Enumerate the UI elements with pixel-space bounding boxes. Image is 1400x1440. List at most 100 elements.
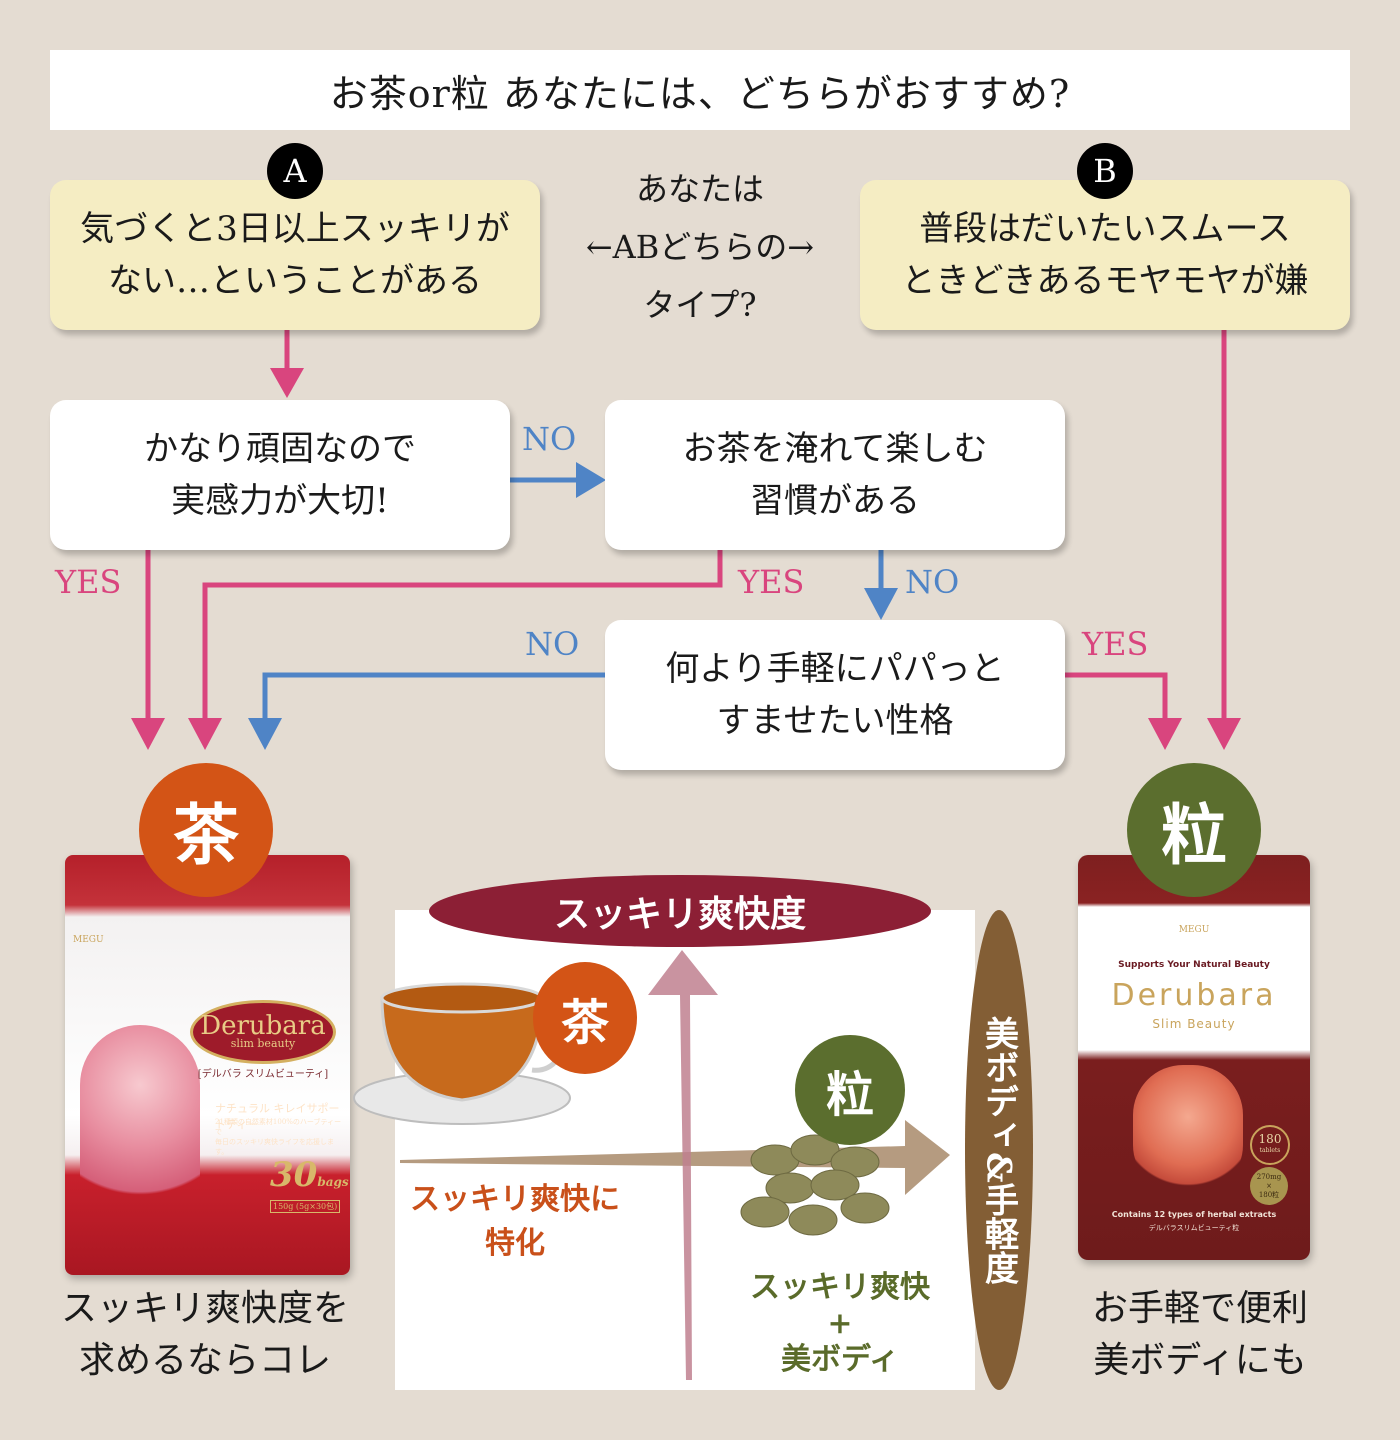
label-habit-yes: YES: [738, 563, 805, 601]
result-tablet-caption-line1: お手軽で便利: [1091, 1288, 1308, 1329]
label-quick-no: NO: [525, 625, 580, 663]
type-a-line1: 気づくと3日以上スッキリが: [80, 209, 510, 249]
question-quick-box: 何より手軽にパパっと すませたい性格: [605, 620, 1065, 770]
result-tablet-badge-label: 粒: [1161, 796, 1227, 874]
comparison-tablet-badge: 粒: [795, 1035, 905, 1145]
tea-natural: ナチュラル キレイサポートティー: [215, 1102, 340, 1131]
comparison-tablet-note-line2: +: [827, 1306, 853, 1341]
tea-count-unit: bags: [317, 1175, 349, 1189]
x-axis-label: 美ボディ&手軽度: [978, 1015, 1019, 1285]
tablet-brand-sub: Slim Beauty: [1152, 1017, 1236, 1031]
tablet-seal: 180 tablets: [1250, 1125, 1290, 1165]
type-a-box: 気づくと3日以上スッキリが ない…ということがある: [50, 180, 540, 330]
tablets-image: [740, 1134, 890, 1236]
result-tea-caption: スッキリ爽快度を 求めるならコレ: [45, 1283, 365, 1387]
result-tea-caption-line1: スッキリ爽快度を: [60, 1288, 349, 1329]
badge-a: A: [267, 143, 323, 199]
question-quick-line2: すませたい性格: [716, 701, 954, 741]
tea-jp-name: [デルバラ スリムビューティ]: [197, 1069, 329, 1080]
result-tablet-caption-line2: 美ボディにも: [1093, 1340, 1307, 1381]
comparison-tablet-badge-label: 粒: [825, 1067, 874, 1123]
connector-quick-no: [262, 672, 606, 722]
tablet-brand-name: Derubara: [1111, 978, 1277, 1013]
tea-desc: 21種類の自然素材100%のハーブティーで 毎日のスッキリ爽快ライフを応援します…: [215, 1117, 345, 1157]
tea-count-value: 30: [270, 1155, 318, 1195]
y-axis-label-pill: スッキリ爽快度: [429, 875, 931, 947]
result-tablet-caption: お手軽で便利 美ボディにも: [1040, 1283, 1360, 1387]
label-stubborn-yes: YES: [55, 563, 122, 601]
question-quick-line1: 何より手軽にパパっと: [665, 649, 1005, 689]
tablet-seal2-line2: ×: [1266, 1181, 1272, 1190]
center-question-line1: あなたは: [635, 170, 764, 208]
arrowhead: [864, 588, 898, 620]
center-question-line2: ←ABどちらの→: [585, 228, 815, 266]
type-b-line2: ときどきあるモヤモヤが嫌: [901, 261, 1309, 301]
center-question-line3: タイプ?: [643, 286, 757, 324]
tea-brand-logo: MEGU: [73, 935, 104, 945]
label-stubborn-no: NO: [522, 420, 577, 458]
question-stubborn-line2: 実感力が大切!: [171, 481, 389, 521]
label-quick-yes: YES: [1082, 625, 1149, 663]
center-question: あなたは ←ABどちらの→ タイプ?: [540, 160, 860, 334]
comparison-tea-badge: 茶: [533, 962, 637, 1074]
question-stubborn-line1: かなり頑固なので: [144, 429, 416, 469]
arrowhead: [270, 368, 304, 398]
tea-desc2: 毎日のスッキリ爽快ライフを応援します。: [215, 1138, 334, 1156]
tablet-seal-unit: tablets: [1259, 1147, 1281, 1154]
tablet-brand-logo: MEGU: [1178, 925, 1210, 935]
page-title: お茶or粒 あなたには、どちらがおすすめ?: [50, 50, 1350, 130]
connector-habit-yes: [202, 550, 723, 722]
tablet-support: Supports Your Natural Beauty: [1118, 960, 1270, 970]
arrowhead: [248, 718, 282, 750]
tablet-seal-count: 180: [1258, 1132, 1282, 1146]
label-habit-no: NO: [905, 563, 960, 601]
result-tea-badge-label: 茶: [173, 796, 239, 874]
tea-product-image: MEGU Derubara slim beauty [デルバラ スリムビューティ…: [65, 855, 350, 1275]
tea-desc1: 21種類の自然素材100%のハーブティーで: [215, 1118, 342, 1136]
tablet-illustration: [1133, 1065, 1243, 1195]
result-tea-badge: 茶: [139, 763, 273, 897]
comparison-tea-note-line2: 特化: [485, 1226, 545, 1261]
arrowhead: [1207, 718, 1241, 750]
comparison-tea-badge-label: 茶: [560, 995, 609, 1051]
arrowhead: [576, 462, 606, 498]
question-tea-habit-line2: 習慣がある: [750, 481, 920, 521]
tablet-product-image: MEGU Supports Your Natural Beauty Deruba…: [1078, 855, 1310, 1260]
tablet-seal2: 270mg × 180粒: [1250, 1167, 1288, 1205]
tea-illustration: [80, 1025, 200, 1225]
tea-product-brand: Derubara slim beauty: [190, 1000, 336, 1064]
result-tablet-badge: 粒: [1127, 763, 1261, 897]
y-axis-arrow: [648, 950, 718, 1380]
result-tea-caption-line2: 求めるならコレ: [78, 1340, 331, 1381]
y-axis-label: スッキリ爽快度: [553, 893, 806, 935]
badge-b: B: [1077, 143, 1133, 199]
comparison-tablet-note-line1: スッキリ爽快: [750, 1270, 930, 1305]
comparison-tea-note-line1: スッキリ爽快に: [410, 1182, 620, 1217]
page-title-text: お茶or粒 あなたには、どちらがおすすめ?: [329, 71, 1071, 116]
type-b-box: 普段はだいたいスムース ときどきあるモヤモヤが嫌: [860, 180, 1350, 330]
tablet-seal2-line1: 270mg: [1256, 1172, 1282, 1181]
type-b-line1: 普段はだいたいスムース: [919, 209, 1291, 249]
tablet-jp-name: デルバラスリムビューティ粒: [1148, 1224, 1240, 1232]
type-a-line2: ない…ということがある: [108, 261, 482, 301]
arrowhead: [131, 718, 165, 750]
tea-count: 30bags: [270, 1155, 349, 1195]
question-tea-habit-line1: お茶を淹れて楽しむ: [682, 429, 988, 469]
connector-quick-yes: [1064, 672, 1168, 722]
x-axis-label-pill: 美ボディ&手軽度: [965, 910, 1033, 1390]
tablet-contains: Contains 12 types of herbal extracts: [1111, 1210, 1277, 1219]
tea-brand-name: Derubara: [200, 1011, 326, 1041]
tablet-seal2-line3: 180粒: [1258, 1190, 1280, 1199]
arrowhead: [1148, 718, 1182, 750]
badge-b-label: B: [1093, 152, 1117, 190]
x-axis-arrow: [400, 1120, 950, 1195]
badge-a-label: A: [283, 152, 307, 190]
arrowhead: [188, 718, 222, 750]
tea-brand-sub: slim beauty: [230, 1037, 296, 1050]
tea-weight: 150g (5g×30包): [270, 1200, 341, 1213]
comparison-tablet-note: スッキリ爽快 + 美ボディ: [735, 1270, 945, 1378]
comparison-tea-note: スッキリ爽快に 特化: [400, 1178, 630, 1266]
comparison-tablet-note-line3: 美ボディ: [781, 1342, 899, 1377]
